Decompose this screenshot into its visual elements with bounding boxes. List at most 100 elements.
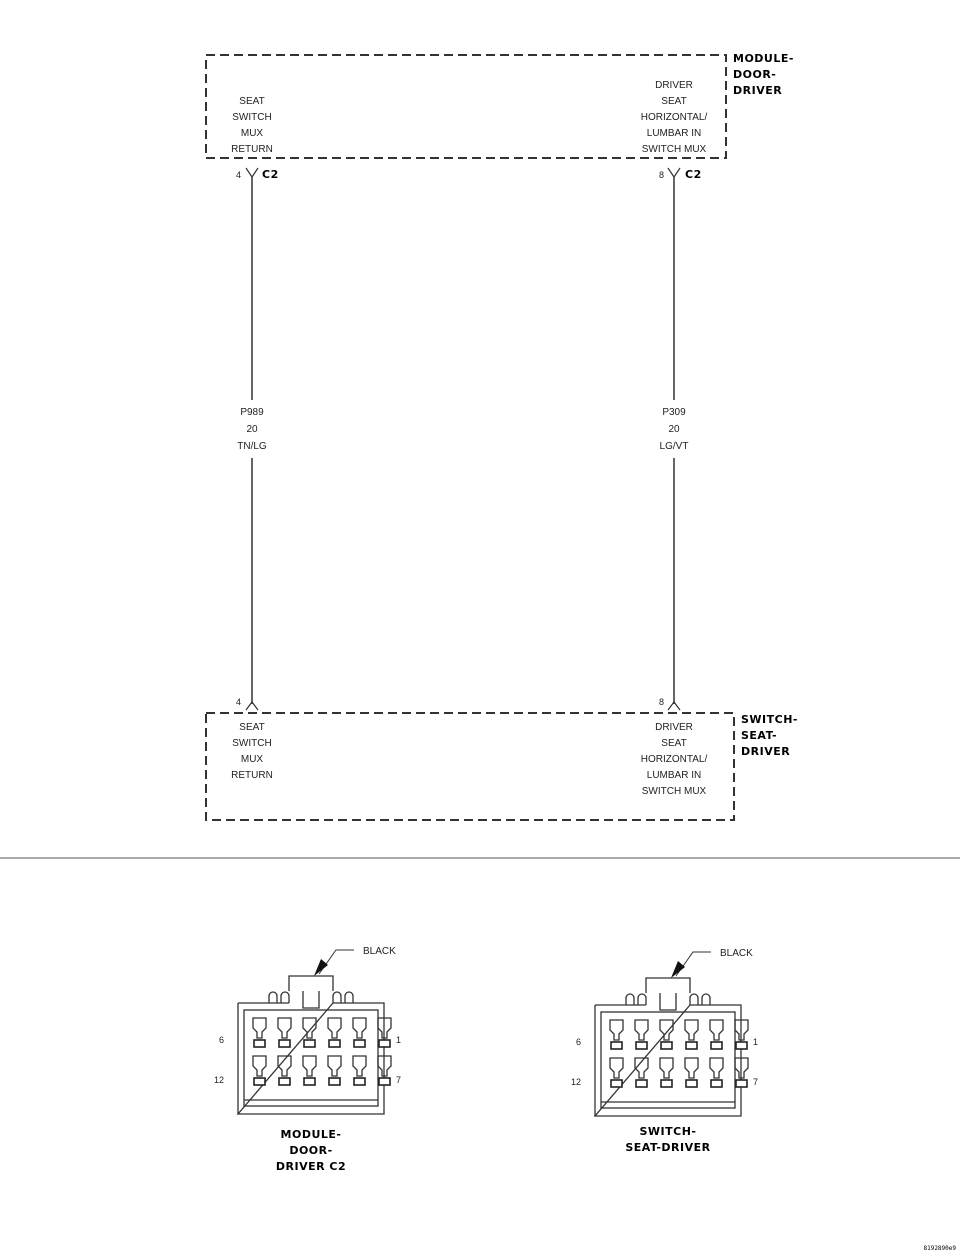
bottom-right-circuit-5: SWITCH MUX (642, 786, 707, 797)
bottom-right-circuit-3: HORIZONTAL/ (641, 754, 708, 765)
top-module-name-2: DOOR- (733, 68, 776, 81)
connector-body (236, 1002, 385, 1115)
pin-label-top-left: 6 (576, 1037, 581, 1047)
housing-bump (701, 993, 711, 1005)
terminal-cavity (302, 1017, 317, 1048)
housing-bump (625, 993, 635, 1005)
callout-arrowhead (671, 961, 685, 978)
terminal-cavity (659, 1057, 674, 1088)
connector-switch-seat-driver: 6 1 12 7 BLACK SWITCH- SEAT-DRIVER (571, 948, 758, 1154)
wire-right: P309 20 LG/VT (660, 177, 688, 704)
bottom-left-circuit-4: RETURN (231, 770, 273, 781)
terminal-cavity (377, 1017, 392, 1048)
top-right-circuit-5: SWITCH MUX (642, 144, 707, 155)
terminal-cavity (709, 1019, 724, 1050)
pin-label-top-left: 6 (219, 1035, 224, 1045)
switch-seat-driver: 4 8 SWITCH- SEAT- DRIVER SEAT SWITCH MUX… (205, 697, 798, 821)
latch-tab (659, 993, 677, 1011)
module-door-driver-outline (205, 54, 727, 159)
top-module-name-3: DRIVER (733, 84, 782, 97)
latch (645, 977, 691, 993)
connector-body (593, 1004, 742, 1117)
pin-label-bottom-left: 12 (571, 1077, 581, 1087)
terminal-cavity (302, 1055, 317, 1086)
terminal-cavity (377, 1055, 392, 1086)
connector-caption-line: SEAT-DRIVER (625, 1141, 710, 1154)
bottom-right-pin-number: 8 (659, 697, 664, 707)
connector-caption-line: DOOR- (289, 1144, 332, 1157)
connector-inner-frame (243, 1009, 379, 1107)
housing-bump (280, 991, 290, 1003)
module-door-driver: MODULE- DOOR- DRIVER SEAT SWITCH MUX RET… (205, 52, 794, 181)
top-right-circuit-3: HORIZONTAL/ (641, 112, 708, 123)
terminal-cavity (734, 1019, 749, 1050)
housing-bump (344, 991, 354, 1003)
top-left-connector-label: C2 (262, 168, 279, 181)
top-right-circuit-4: LUMBAR IN (647, 128, 701, 139)
bottom-left-pin-symbol (245, 701, 259, 711)
housing-bump (268, 991, 278, 1003)
bottom-right-pin-symbol (667, 701, 681, 711)
top-left-circuit-4: RETURN (231, 144, 273, 155)
terminal-cavity (634, 1057, 649, 1088)
bottom-right-circuit-4: LUMBAR IN (647, 770, 701, 781)
connector-caption-line: MODULE- (281, 1128, 342, 1141)
bottom-right-circuit-2: SEAT (661, 738, 686, 749)
connector-color-label: BLACK (363, 946, 396, 957)
terminal-cavity (327, 1017, 342, 1048)
terminal-cavity (684, 1057, 699, 1088)
terminal-cavity (659, 1019, 674, 1050)
bottom-left-circuit-3: MUX (241, 754, 264, 765)
terminal-cavity (634, 1019, 649, 1050)
terminal-cavity (684, 1019, 699, 1050)
top-left-pin-number: 4 (236, 170, 241, 180)
pin-label-bottom-left: 12 (214, 1075, 224, 1085)
terminal-cavity (734, 1057, 749, 1088)
top-left-pin-symbol (245, 167, 259, 179)
top-right-circuit-1: DRIVER (655, 80, 693, 91)
connector-module-door-driver-c2: 6 1 12 7 BLACK MODULE- DOOR- DRIVER C2 (214, 946, 401, 1173)
terminal-cavity (609, 1057, 624, 1088)
pin-label-top-right: 1 (753, 1037, 758, 1047)
terminal-cavity (609, 1019, 624, 1050)
terminal-cavity (352, 1055, 367, 1086)
bottom-right-circuit-1: DRIVER (655, 722, 693, 733)
housing-bump (637, 993, 647, 1005)
connector-inner-frame (600, 1011, 736, 1109)
bottom-left-circuit-2: SWITCH (232, 738, 271, 749)
figure-id: 8192890e9 (923, 1245, 956, 1252)
bottom-left-pin-number: 4 (236, 697, 241, 707)
terminal-cavity (277, 1017, 292, 1048)
bottom-module-name-3: DRIVER (741, 745, 790, 758)
top-right-pin-number: 8 (659, 170, 664, 180)
terminal-cavity (352, 1017, 367, 1048)
wire-left-code: P989 (240, 407, 264, 418)
wire-left-gauge: 20 (246, 424, 258, 435)
terminal-cavity (327, 1055, 342, 1086)
top-left-circuit-1: SEAT (239, 96, 264, 107)
terminal-cavity (709, 1057, 724, 1088)
connector-caption-line: SWITCH- (640, 1125, 697, 1138)
bottom-left-circuit-1: SEAT (239, 722, 264, 733)
callout-arrowhead (314, 959, 328, 976)
wire-left-color: TN/LG (237, 441, 267, 452)
top-right-pin-symbol (667, 167, 681, 179)
terminal-cavity (252, 1055, 267, 1086)
latch (288, 975, 334, 991)
top-left-circuit-2: SWITCH (232, 112, 271, 123)
housing-bump (689, 993, 699, 1005)
pin-label-top-right: 1 (396, 1035, 401, 1045)
bottom-module-name-1: SWITCH- (741, 713, 798, 726)
terminal-cavity (277, 1055, 292, 1086)
pin-label-bottom-right: 7 (396, 1075, 401, 1085)
pin-label-bottom-right: 7 (753, 1077, 758, 1087)
switch-seat-driver-outline (205, 712, 735, 821)
top-right-connector-label: C2 (685, 168, 702, 181)
connector-color-label: BLACK (720, 948, 753, 959)
wire-left: P989 20 TN/LG (237, 177, 267, 704)
wire-right-code: P309 (662, 407, 686, 418)
connector-caption-line: DRIVER C2 (276, 1160, 346, 1173)
top-right-circuit-2: SEAT (661, 96, 686, 107)
top-module-name-1: MODULE- (733, 52, 794, 65)
